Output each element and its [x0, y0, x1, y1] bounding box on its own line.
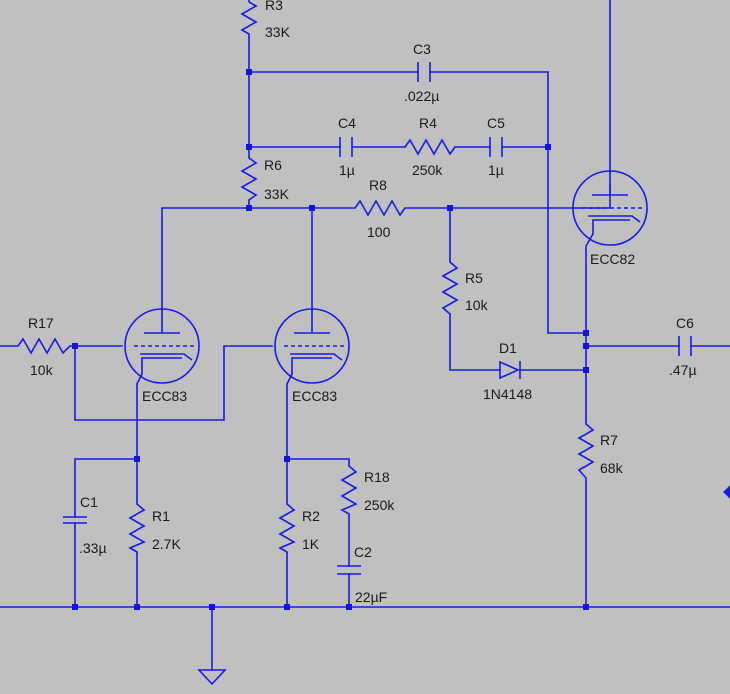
resistor-r8 [354, 199, 406, 217]
c2-ref: C2 [354, 544, 372, 560]
r18-ref: R18 [364, 469, 390, 485]
r6-ref: R6 [264, 157, 282, 173]
r3-value: 33K [265, 24, 291, 40]
r17-ref: R17 [28, 315, 54, 331]
junction [134, 604, 140, 610]
c3-value: .022µ [404, 88, 439, 104]
c3-ref: C3 [413, 41, 431, 57]
junction [583, 343, 589, 349]
tube-v2 [274, 308, 350, 384]
ground-symbol [197, 669, 227, 686]
r5-ref: R5 [465, 270, 483, 286]
wire-r18-top [286, 458, 350, 463]
junction [134, 456, 140, 462]
capacitor-c1 [63, 516, 87, 524]
r2-value: 1K [302, 536, 320, 552]
c6-ref: C6 [676, 315, 694, 331]
junction [246, 205, 252, 211]
junction [309, 205, 315, 211]
junction [447, 205, 453, 211]
resistor-r3 [240, 0, 258, 38]
wire-c3-right [429, 71, 586, 334]
r3-ref: R3 [265, 0, 283, 13]
wire-feedback-loop [74, 345, 273, 421]
c4-value: 1µ [339, 162, 355, 178]
r8-value: 100 [367, 224, 391, 240]
r18-value: 250k [364, 497, 395, 513]
junction [72, 604, 78, 610]
wire-c1-top [74, 458, 138, 518]
d1-ref: D1 [499, 340, 517, 356]
junction [583, 604, 589, 610]
d1-value: 1N4148 [483, 386, 532, 402]
r7-value: 68k [600, 460, 624, 476]
junction [583, 330, 589, 336]
resistor-r4 [404, 138, 456, 156]
capacitor-c5 [489, 137, 503, 157]
junctions [72, 69, 589, 610]
capacitor-c2 [337, 565, 361, 575]
tube-v1-model: ECC83 [142, 388, 187, 404]
c4-ref: C4 [338, 115, 356, 131]
tube-v3-model: ECC82 [590, 251, 635, 267]
resistor-r7 [577, 420, 595, 486]
wire-r5-d1 [449, 317, 501, 371]
junction [246, 69, 252, 75]
junction [246, 144, 252, 150]
tube-v1 [124, 308, 200, 384]
resistor-r6 [240, 156, 258, 201]
c5-ref: C5 [487, 115, 505, 131]
junction [545, 144, 551, 150]
c5-value: 1µ [488, 162, 504, 178]
r7-ref: R7 [600, 432, 618, 448]
c1-value: .33µ [79, 540, 107, 556]
r2-ref: R2 [302, 508, 320, 524]
resistor-r18 [340, 462, 358, 516]
c2-value: 22µF [355, 589, 387, 605]
resistor-r2 [278, 500, 296, 553]
tube-v2-model: ECC83 [292, 388, 337, 404]
resistor-r5 [441, 258, 459, 318]
r4-ref: R4 [419, 115, 437, 131]
capacitor-c6 [678, 336, 692, 356]
r6-value: 33K [264, 186, 290, 202]
labels: R3 33K C3 .022µ C4 1µ R4 250k C5 1µ R6 3… [28, 0, 697, 605]
junction [284, 604, 290, 610]
r4-value: 250k [412, 162, 443, 178]
r1-ref: R1 [152, 508, 170, 524]
junction [583, 367, 589, 373]
junction [284, 456, 290, 462]
wire-b-plus-v3 [449, 184, 611, 209]
wire-v3-cathode [585, 232, 595, 421]
r8-ref: R8 [369, 177, 387, 193]
resistors [17, 0, 595, 553]
r1-value: 2.7K [152, 536, 181, 552]
wire-r8-right [404, 207, 451, 259]
capacitor-c4 [339, 137, 353, 157]
wires [0, 0, 730, 671]
resistor-r1 [128, 500, 146, 553]
tube-v3 [572, 170, 648, 246]
r5-value: 10k [465, 297, 489, 313]
junction [209, 604, 215, 610]
c6-value: .47µ [669, 362, 697, 378]
partial-symbol-right-edge [723, 485, 730, 499]
wire-v1-plate [161, 199, 250, 311]
junction [346, 604, 352, 610]
diode-d1 [499, 360, 521, 380]
capacitors [63, 62, 692, 575]
resistor-r17 [17, 337, 71, 355]
junction [72, 343, 78, 349]
c1-ref: C1 [80, 494, 98, 510]
r17-value: 10k [30, 362, 54, 378]
capacitor-c3 [417, 62, 431, 82]
